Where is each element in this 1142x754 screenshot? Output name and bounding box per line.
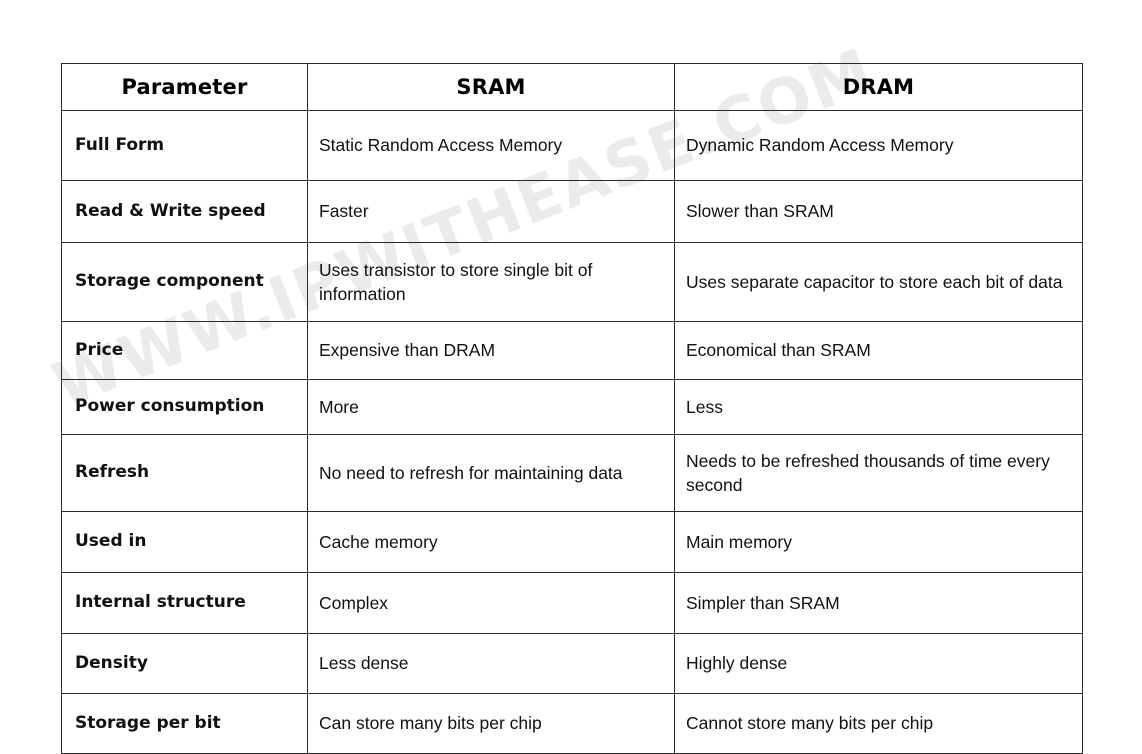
table-row: Price Expensive than DRAM Economical tha… <box>61 321 1083 380</box>
table-row: Storage component Uses transistor to sto… <box>61 242 1083 322</box>
page-canvas: WWW.IPWITHEASE.COM Parameter SRAM DRAM F… <box>43 33 1083 754</box>
cell-sram: Faster <box>307 180 675 243</box>
cell-sram: No need to refresh for maintaining data <box>307 434 675 512</box>
table-row: Internal structure Complex Simpler than … <box>61 572 1083 634</box>
cell-dram: Cannot store many bits per chip <box>674 693 1083 754</box>
cell-dram: Slower than SRAM <box>674 180 1083 243</box>
table-row: Full Form Static Random Access Memory Dy… <box>61 110 1083 181</box>
table-row: Storage per bit Can store many bits per … <box>61 693 1083 754</box>
column-header-dram: DRAM <box>674 63 1083 111</box>
table-header-row: Parameter SRAM DRAM <box>61 63 1083 111</box>
cell-parameter: Density <box>61 633 308 694</box>
cell-parameter: Internal structure <box>61 572 308 634</box>
table-body: Full Form Static Random Access Memory Dy… <box>61 110 1083 754</box>
cell-parameter: Price <box>61 321 308 380</box>
cell-dram: Needs to be refreshed thousands of time … <box>674 434 1083 512</box>
column-header-sram: SRAM <box>307 63 675 111</box>
cell-parameter: Full Form <box>61 110 308 181</box>
cell-sram: Cache memory <box>307 511 675 573</box>
cell-sram: Complex <box>307 572 675 634</box>
cell-parameter: Storage component <box>61 242 308 322</box>
cell-dram: Dynamic Random Access Memory <box>674 110 1083 181</box>
cell-sram: Uses transistor to store single bit of i… <box>307 242 675 322</box>
cell-sram: Static Random Access Memory <box>307 110 675 181</box>
cell-dram: Highly dense <box>674 633 1083 694</box>
table-row: Density Less dense Highly dense <box>61 633 1083 694</box>
cell-sram: More <box>307 379 675 435</box>
table-row: Used in Cache memory Main memory <box>61 511 1083 573</box>
table-header: Parameter SRAM DRAM <box>61 63 1083 111</box>
cell-dram: Simpler than SRAM <box>674 572 1083 634</box>
cell-parameter: Used in <box>61 511 308 573</box>
cell-sram: Expensive than DRAM <box>307 321 675 380</box>
cell-parameter: Read & Write speed <box>61 180 308 243</box>
cell-parameter: Power consumption <box>61 379 308 435</box>
cell-parameter: Storage per bit <box>61 693 308 754</box>
sram-dram-comparison-table: Parameter SRAM DRAM Full Form Static Ran… <box>61 63 1083 754</box>
column-header-parameter: Parameter <box>61 63 308 111</box>
comparison-table-container: Parameter SRAM DRAM Full Form Static Ran… <box>61 63 1083 754</box>
table-row: Read & Write speed Faster Slower than SR… <box>61 180 1083 243</box>
cell-dram: Economical than SRAM <box>674 321 1083 380</box>
table-row: Power consumption More Less <box>61 379 1083 435</box>
table-row: Refresh No need to refresh for maintaini… <box>61 434 1083 512</box>
cell-dram: Main memory <box>674 511 1083 573</box>
cell-sram: Less dense <box>307 633 675 694</box>
cell-parameter: Refresh <box>61 434 308 512</box>
cell-sram: Can store many bits per chip <box>307 693 675 754</box>
cell-dram: Uses separate capacitor to store each bi… <box>674 242 1083 322</box>
cell-dram: Less <box>674 379 1083 435</box>
